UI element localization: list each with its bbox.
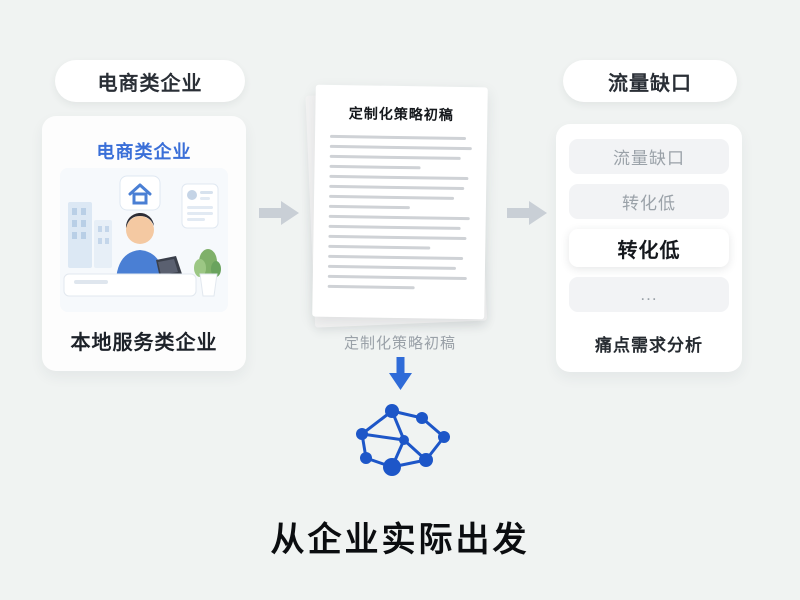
- left-pill-label: 电商类企业: [97, 72, 203, 95]
- pain-point-label: 流量缺口: [613, 149, 685, 168]
- pain-point-item: ...: [569, 277, 729, 312]
- network-graph-icon: [356, 404, 450, 476]
- workspace-illustration: [60, 168, 228, 312]
- workspace-illustration-svg: [60, 168, 228, 312]
- headline: 从企业实际出发: [270, 521, 530, 559]
- right-pill-label: 流量缺口: [608, 72, 692, 95]
- pain-point-item-highlighted: 转化低: [569, 229, 729, 267]
- ecommerce-card: 电商类企业: [42, 116, 246, 371]
- document-caption: 定制化策略初稿: [343, 335, 456, 352]
- left-pill: 电商类企业: [55, 60, 245, 102]
- document-title: 定制化策略初稿: [348, 105, 455, 123]
- pain-point-label: 转化低: [617, 239, 681, 262]
- arrow-right-icon: [507, 201, 547, 225]
- document-page: 定制化策略初稿: [312, 84, 488, 320]
- pain-point-item: 转化低: [569, 184, 729, 219]
- arrow-down-icon: [389, 357, 412, 390]
- pain-point-card-caption: 痛点需求分析: [595, 336, 703, 355]
- ecommerce-card-title: 电商类企业: [96, 142, 192, 162]
- pain-point-item: 流量缺口: [569, 139, 729, 174]
- arrow-right-icon: [259, 201, 299, 225]
- pain-point-label: ...: [640, 284, 658, 304]
- right-pill: 流量缺口: [563, 60, 737, 102]
- pain-point-card: 流量缺口 转化低 转化低 ... 痛点需求分析: [556, 124, 742, 372]
- ecommerce-card-caption: 本地服务类企业: [70, 332, 218, 354]
- pain-point-label: 转化低: [622, 194, 676, 213]
- document-text-lines: [313, 123, 488, 291]
- strategy-document: 定制化策略初稿: [305, 84, 488, 328]
